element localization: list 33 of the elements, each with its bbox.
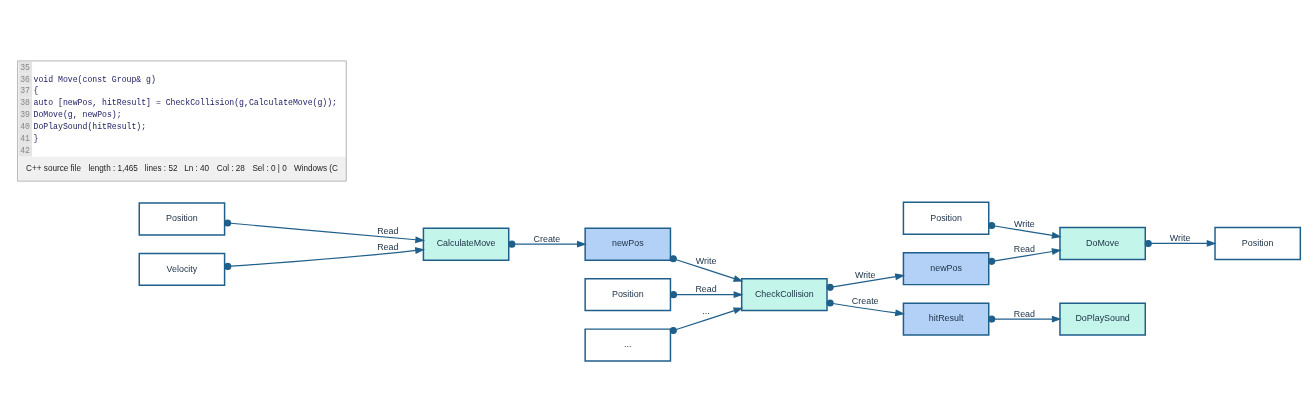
label: Windows (C: [293, 163, 338, 173]
label: void Move(const Group& g): [33, 74, 156, 84]
edge-label: Write: [695, 255, 717, 266]
edge-label: Read: [1013, 243, 1035, 254]
label: 38: [20, 97, 30, 107]
edge-label: Write: [854, 269, 876, 280]
label: 39: [20, 109, 30, 119]
label: lines : 52: [144, 163, 178, 173]
edge-label: Read: [377, 241, 399, 252]
label: C++ source file: [26, 163, 81, 173]
edge-label: Write: [1014, 218, 1035, 229]
label: length : 1,465: [88, 163, 138, 173]
label: 42: [20, 145, 30, 155]
edge-label: Read: [1013, 308, 1035, 319]
label: 37: [20, 85, 30, 95]
label: auto [newPos, hitResult] = CheckCollision(g,CalculateMove(g));: [33, 97, 338, 107]
label: Col : 28: [216, 163, 245, 173]
label: 41: [20, 133, 30, 143]
edge-label: Write: [1169, 232, 1191, 243]
label: Ln : 40: [184, 163, 210, 173]
label: DoPlaySound(hitResult);: [33, 121, 147, 131]
label: DoMove(g, newPos);: [33, 109, 122, 119]
label: 36: [20, 74, 30, 84]
edge-label: Create: [851, 295, 879, 306]
edge-label: Create: [533, 233, 561, 244]
label: 35: [20, 62, 30, 72]
label: }: [33, 133, 39, 143]
edge-label: ...: [702, 305, 710, 316]
label: 40: [20, 121, 30, 131]
edge-label: Read: [377, 225, 399, 236]
label: {: [33, 85, 39, 95]
label: Sel : 0 | 0: [252, 163, 287, 173]
edge-label: Read: [695, 283, 717, 294]
